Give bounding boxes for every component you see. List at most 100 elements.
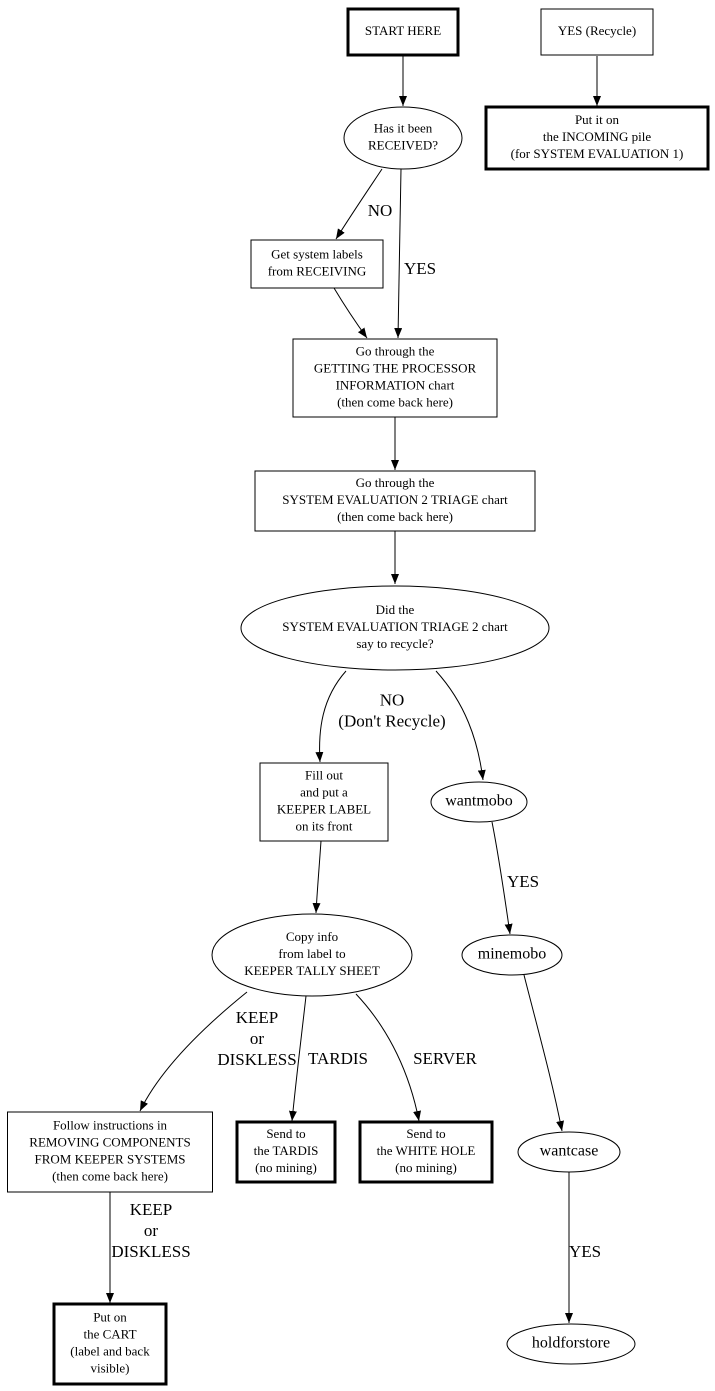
node-copy-text: KEEPER TALLY SHEET — [244, 963, 380, 978]
node-wantmobo-ellipse — [430, 781, 528, 823]
edge-label-received-to-labels: NO — [368, 201, 393, 220]
node-cart-text: (label and back — [70, 1343, 150, 1358]
edge-label-removing-to-cart: or — [144, 1221, 159, 1240]
node-cart-text: the CART — [83, 1326, 136, 1341]
node-wantmobo-text: wantmobo — [445, 793, 513, 810]
node-removing: Follow instructions in REMOVING COMPONENT… — [7, 1111, 213, 1193]
node-keeper-label-text: KEEPER LABEL — [277, 801, 371, 816]
node-removing-box — [7, 1111, 213, 1193]
node-cart-text: Put on — [93, 1309, 127, 1324]
node-incoming: Put it on the INCOMING pile (for SYSTEM EV… — [484, 105, 710, 171]
node-incoming-text: Put it on — [575, 112, 620, 127]
edge-label-removing-to-cart: DISKLESS — [111, 1242, 190, 1261]
node-received-ellipse — [343, 106, 463, 170]
node-copy: Copy info from label to KEEPER TALLY SHEET — [211, 913, 413, 997]
node-start-text: START HERE — [365, 23, 441, 38]
node-keeper-label-text: on its front — [295, 818, 352, 833]
node-triage-text: SYSTEM EVALUATION 2 TRIAGE chart — [282, 492, 508, 507]
node-labels: Get system labels from RECEIVING — [250, 239, 384, 289]
node-yes-recycle-box — [540, 8, 654, 56]
node-processor-text: Go through the — [356, 343, 435, 358]
node-wantcase: wantcase — [517, 1131, 621, 1173]
edge-label-copy-to-removing: DISKLESS — [217, 1050, 296, 1069]
edge-copy-to-removing — [139, 991, 248, 1112]
edge-wantmobo-to-minemobo — [491, 821, 513, 935]
node-minemobo-ellipse — [461, 934, 563, 976]
edges — [106, 56, 601, 1323]
node-removing-text: FROM KEEPER SYSTEMS — [35, 1151, 186, 1166]
edge-label-removing-to-cart: KEEP — [130, 1200, 173, 1219]
node-copy-ellipse — [211, 913, 413, 997]
node-recycle-q-text: SYSTEM EVALUATION TRIAGE 2 chart — [282, 619, 508, 634]
node-copy-text: Copy info — [286, 929, 338, 944]
node-wantcase-ellipse — [517, 1131, 621, 1173]
edge-label-copy-to-tardis: TARDIS — [308, 1049, 368, 1068]
node-processor-text: GETTING THE PROCESSOR — [314, 360, 477, 375]
node-cart-text: visible) — [91, 1360, 130, 1375]
node-processor-text: (then come back here) — [337, 394, 453, 409]
edge-label-copy-to-removing: KEEP — [236, 1008, 279, 1027]
node-yes-recycle: YES (Recycle) — [540, 8, 654, 56]
node-tardis-box — [235, 1120, 337, 1184]
node-triage-box — [254, 470, 536, 532]
node-whitehole-box — [358, 1120, 494, 1184]
node-start: START HERE — [346, 7, 460, 57]
node-whitehole-text: the WHITE HOLE — [377, 1143, 476, 1158]
node-labels-box — [250, 239, 384, 289]
edge-label-recycle_q-to-keeper_label: NO — [380, 690, 405, 709]
node-processor-box — [292, 338, 498, 418]
node-whitehole-text: Send to — [406, 1126, 445, 1141]
node-recycle-q-text: say to recycle? — [356, 636, 433, 651]
node-removing-text: REMOVING COMPONENTS — [29, 1134, 190, 1149]
node-incoming-box — [484, 105, 710, 171]
node-recycle-q-ellipse — [240, 585, 550, 671]
node-labels-text: Get system labels — [271, 246, 363, 261]
node-triage-text: (then come back here) — [337, 509, 453, 524]
edge-label-wantmobo-to-minemobo: YES — [507, 872, 539, 891]
node-processor-text: INFORMATION chart — [336, 377, 455, 392]
node-cart-box — [52, 1302, 168, 1386]
edge-label-received-to-processor: YES — [404, 259, 436, 278]
node-holdforstore: holdforstore — [506, 1323, 636, 1365]
edge-label-recycle_q-to-keeper_label: (Don't Recycle) — [338, 711, 445, 730]
node-holdforstore-text: holdforstore — [532, 1335, 610, 1352]
edge-recycle_q-to-keeper_label — [315, 670, 347, 763]
edge-copy-to-whitehole — [355, 993, 422, 1122]
node-minemobo-text: minemobo — [478, 946, 546, 963]
node-removing-text: Follow instructions in — [53, 1117, 168, 1132]
edge-labels-to-processor — [333, 287, 368, 339]
node-received-text: RECEIVED? — [368, 137, 438, 152]
edge-minemobo-to-wantcase — [523, 974, 565, 1132]
node-removing-text: (then come back here) — [52, 1168, 168, 1183]
node-keeper-label-text: and put a — [300, 784, 348, 799]
node-copy-text: from label to — [278, 946, 345, 961]
node-holdforstore-ellipse — [506, 1323, 636, 1365]
node-incoming-text: the INCOMING pile — [543, 129, 652, 144]
node-labels-text: from RECEIVING — [268, 263, 367, 278]
node-received-text: Has it been — [374, 120, 433, 135]
edge-recycle_q-to-wantmobo — [435, 670, 486, 781]
node-keeper-label: Fill out and put a KEEPER LABEL on its fron… — [259, 762, 389, 842]
node-incoming-text: (for SYSTEM EVALUATION 1) — [511, 146, 684, 161]
node-cart: Put on the CART (label and back visible) — [52, 1302, 168, 1386]
node-keeper-label-text: Fill out — [305, 767, 343, 782]
edge-received-to-labels — [335, 168, 383, 240]
node-tardis-text: the TARDIS — [254, 1143, 319, 1158]
node-minemobo: minemobo — [461, 934, 563, 976]
node-wantmobo: wantmobo — [430, 781, 528, 823]
edge-copy-to-tardis — [288, 995, 307, 1122]
node-tardis-text: (no mining) — [255, 1160, 317, 1175]
node-yes-recycle-text: YES (Recycle) — [558, 23, 636, 38]
edge-label-copy-to-whitehole: SERVER — [413, 1049, 477, 1068]
node-keeper-label-box — [259, 762, 389, 842]
edge-keeper_label-to-copy — [312, 840, 322, 914]
node-wantcase-text: wantcase — [540, 1143, 599, 1160]
node-triage-text: Go through the — [356, 475, 435, 490]
edge-label-wantcase-to-holdforstore: YES — [569, 1242, 601, 1261]
